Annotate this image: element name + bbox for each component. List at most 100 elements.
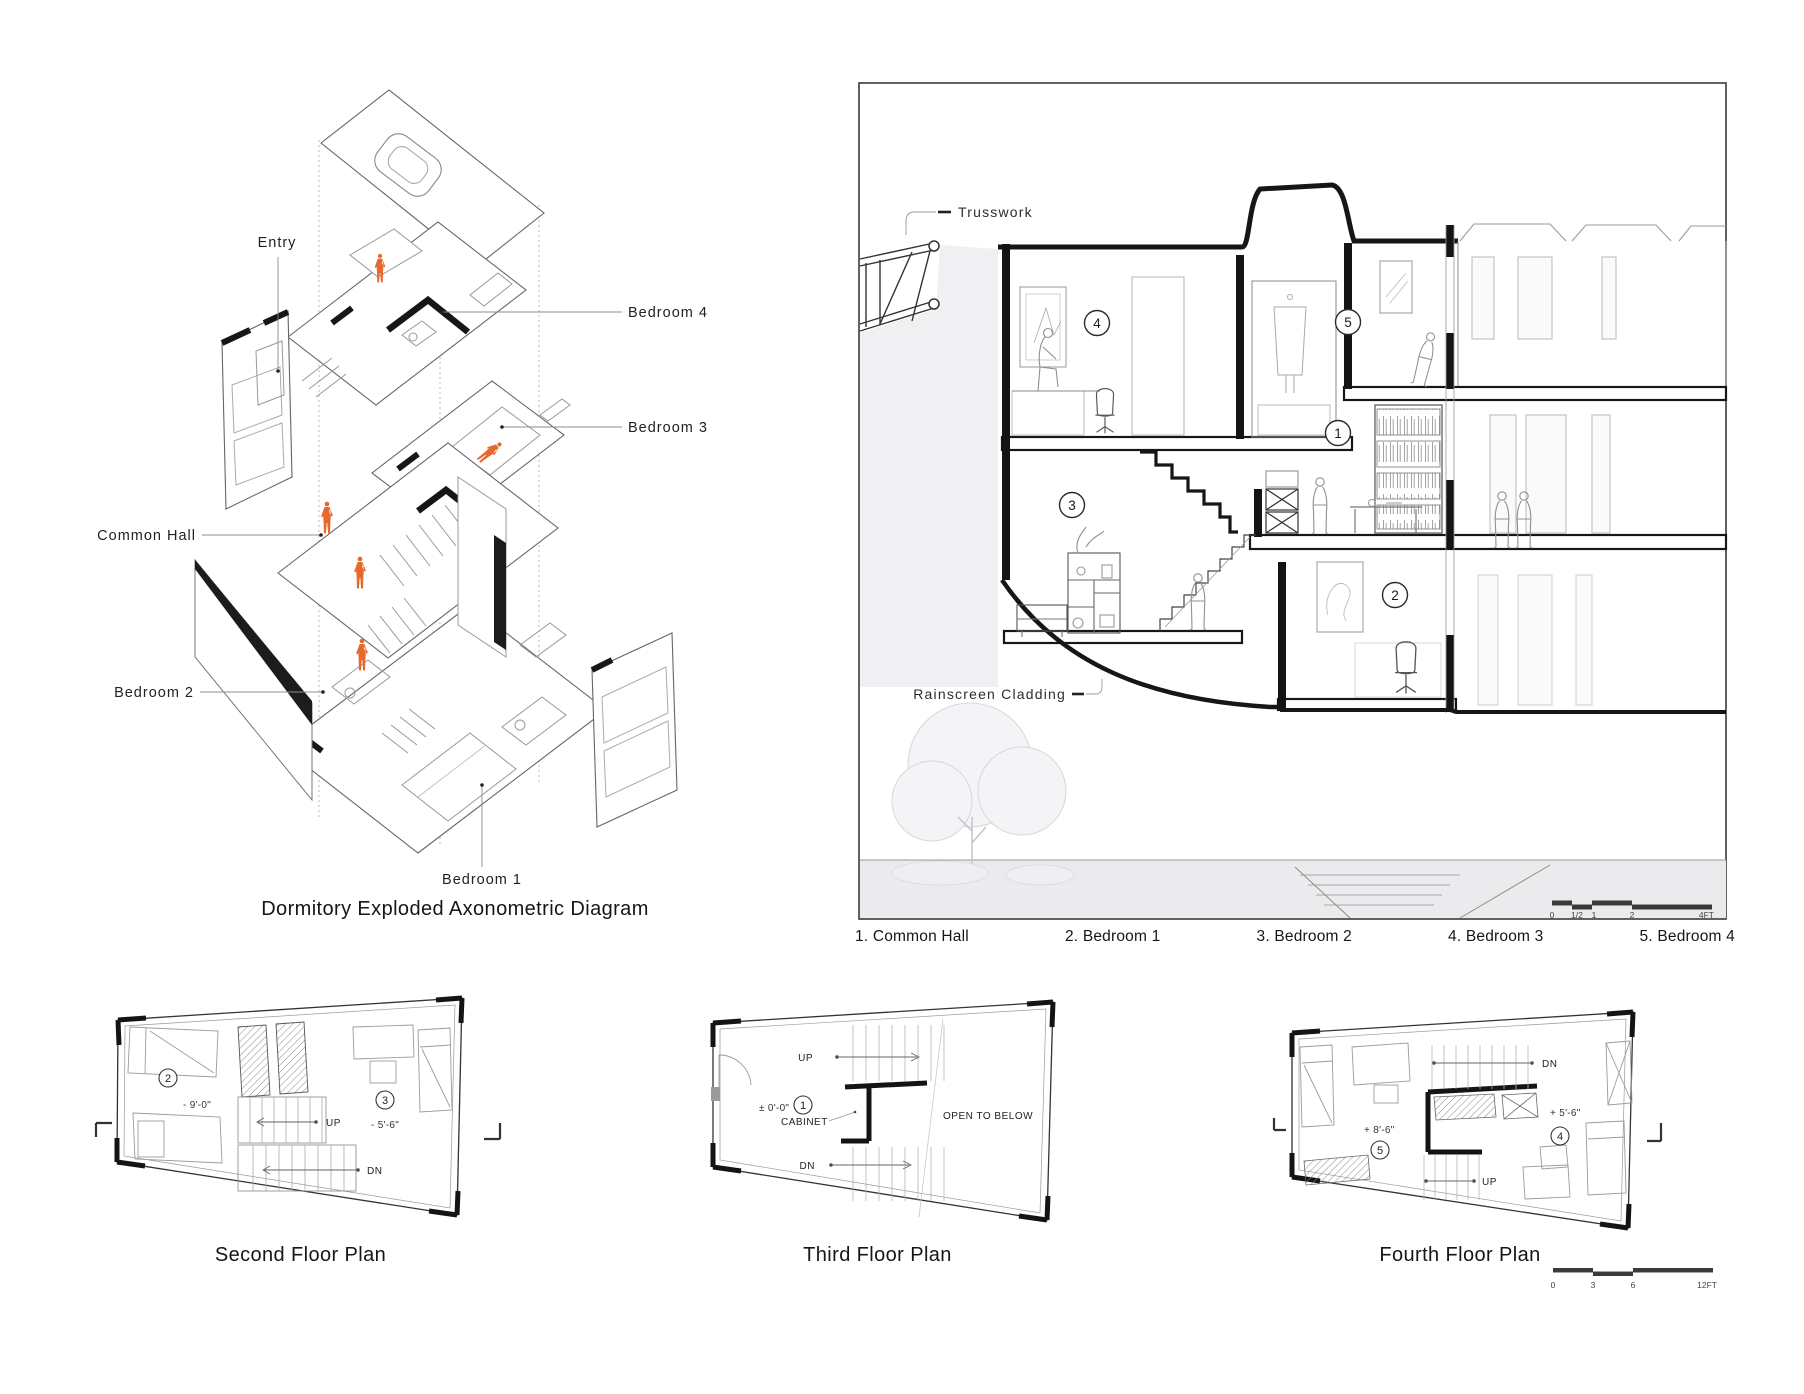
- room-badges: 4 5 3 1 2: [1058, 308, 1409, 609]
- plan2-level2: - 9'-0": [183, 1100, 211, 1111]
- plan3-level: ± 0'-0": [759, 1103, 789, 1114]
- wall-chunks: [1289, 1009, 1636, 1231]
- room4: [1011, 276, 1185, 436]
- floor-slabs: [1000, 385, 1728, 712]
- common-hall-plate: [277, 442, 559, 659]
- second-floor-plan: 2 - 9'-0" 3 - 5'-6" UP DN: [94, 995, 502, 1218]
- plan4-level5: + 8'-6": [1364, 1125, 1395, 1136]
- psb-12ft: 12FT: [1697, 1280, 1717, 1290]
- stairs: [237, 1096, 357, 1192]
- plan3-dn: DN: [800, 1161, 815, 1172]
- entry-door: [718, 1054, 752, 1087]
- plan2-room3-badge: 3: [382, 1095, 388, 1107]
- party-wall-lines: [1445, 225, 1455, 713]
- stair-arrows: [256, 1117, 360, 1175]
- fourth-plan-title: Fourth Floor Plan: [1379, 1244, 1541, 1266]
- room-badge-5: 5: [1344, 315, 1352, 330]
- legend-bedroom3: 4. Bedroom 3: [1448, 928, 1544, 945]
- trusswork-drawing: [859, 240, 940, 332]
- plan4-room4-badge: 4: [1557, 1131, 1563, 1143]
- legend-bedroom1: 2. Bedroom 1: [1064, 928, 1161, 945]
- front-stair: [1294, 864, 1551, 919]
- roof-plate: [320, 89, 545, 268]
- trusswork-label: Trusswork: [958, 204, 1033, 220]
- plan4-up: UP: [1482, 1177, 1497, 1188]
- third-floor-plan: UP ± 0'-0" 1 CABINET OPEN TO BELOW DN: [710, 999, 1056, 1223]
- furniture: [1299, 1040, 1633, 1200]
- plan4-level4: + 5'-6": [1550, 1108, 1581, 1119]
- cabinet-core: [841, 1080, 928, 1144]
- cabinet-dot: [853, 1110, 857, 1114]
- leader-dots: [276, 310, 504, 787]
- room-badge-4: 4: [1093, 316, 1101, 331]
- closet: [1251, 280, 1337, 438]
- label-bedroom2: Bedroom 2: [114, 685, 194, 701]
- roof-profile: [998, 182, 1458, 250]
- plan-scalebar: 0 3 6 12FT: [1551, 1268, 1717, 1290]
- label-bedroom3: Bedroom 3: [628, 420, 708, 436]
- sb-2: 2: [1630, 910, 1635, 920]
- context-rooflines: [1457, 223, 1727, 393]
- plan2-room2-badge: 2: [165, 1073, 171, 1085]
- room1: [1310, 404, 1443, 535]
- stair-arrows: [1424, 1061, 1534, 1183]
- kitchen-unit: [1265, 470, 1299, 534]
- axonometric-diagram: Entry Bedroom 4 Bedroom 3 Common Hall Be…: [97, 89, 708, 888]
- room-badge-3: 3: [1068, 498, 1076, 513]
- bedroom4-plate: [287, 221, 527, 406]
- legend-common-hall: 1. Common Hall: [855, 928, 969, 945]
- label-bedroom1: Bedroom 1: [442, 872, 522, 888]
- party-zone: [860, 245, 998, 687]
- room3: [1016, 526, 1121, 637]
- sb-half: 1/2: [1571, 910, 1583, 920]
- stair-arrows: [829, 1052, 921, 1170]
- sb-0: 0: [1550, 910, 1555, 920]
- rainscreen-curve: [1000, 578, 1280, 710]
- second-plan-title: Second Floor Plan: [214, 1244, 387, 1266]
- plan4-room5-badge: 5: [1377, 1145, 1383, 1157]
- plan4-dn: DN: [1542, 1059, 1557, 1070]
- room-badge-1: 1: [1334, 426, 1342, 441]
- entry-panel: [220, 309, 293, 510]
- psb-0: 0: [1551, 1280, 1556, 1290]
- plan2-level3: - 5'-6": [371, 1120, 399, 1131]
- plan2-up: UP: [326, 1118, 341, 1129]
- plan2-dn: DN: [367, 1166, 382, 1177]
- label-bedroom4: Bedroom 4: [628, 305, 708, 321]
- closet-hatch: [1303, 1092, 1539, 1186]
- rainscreen-leader: [1086, 679, 1103, 695]
- bedroom2-1-plate: [281, 604, 607, 854]
- bedroom1-facade-panel: [590, 632, 678, 828]
- sb-4ft: 4FT: [1699, 910, 1714, 920]
- cabinet-leader: [828, 1111, 856, 1122]
- stair-core: [1425, 1083, 1538, 1155]
- plan3-up: UP: [798, 1053, 813, 1064]
- base-line: [1280, 708, 1726, 714]
- plan3-room1-badge: 1: [800, 1100, 806, 1112]
- cut-marks: [94, 1121, 502, 1141]
- stairs: [852, 1018, 945, 1218]
- room-badge-2: 2: [1391, 588, 1399, 603]
- wall-chunks: [114, 995, 465, 1218]
- stairs: [1423, 1045, 1529, 1200]
- context-buildings: [1471, 256, 1617, 706]
- stair-core: [1140, 450, 1256, 631]
- right-wall-panel: [457, 476, 507, 658]
- axon-leaders: [200, 257, 622, 867]
- psb-6: 6: [1631, 1280, 1636, 1290]
- furniture: [127, 1024, 453, 1164]
- wardrobe-hatch: [237, 1021, 309, 1098]
- sb-1: 1: [1592, 910, 1597, 920]
- trusswork-leader: [905, 211, 936, 235]
- label-common-hall: Common Hall: [97, 528, 196, 544]
- section-legend: 1. Common Hall 2. Bedroom 1 3. Bedroom 2…: [855, 928, 1735, 946]
- label-entry: Entry: [258, 235, 297, 251]
- axon-title: Dormitory Exploded Axonometric Diagram: [261, 898, 649, 920]
- fourth-floor-plan: DN + 5'-6" 4 + 8'-6" 5 UP: [1272, 1009, 1663, 1231]
- third-plan-title: Third Floor Plan: [803, 1244, 952, 1266]
- cut-marks: [1272, 1118, 1663, 1143]
- tree: [891, 702, 1075, 886]
- legend-bedroom4: 5. Bedroom 4: [1639, 928, 1735, 945]
- psb-3: 3: [1591, 1280, 1596, 1290]
